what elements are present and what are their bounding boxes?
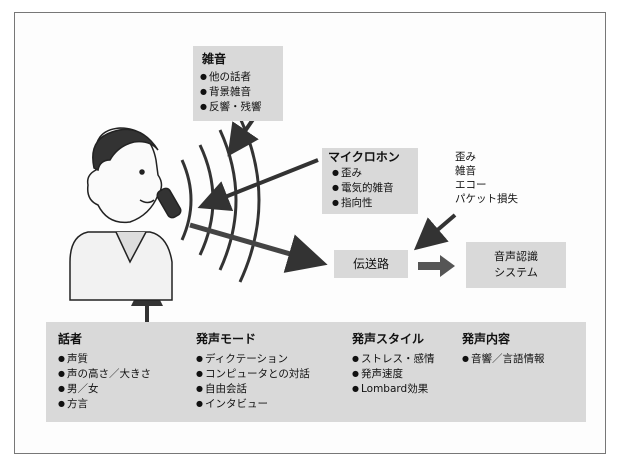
- speech-style-item: ストレス・感情: [352, 352, 434, 367]
- noise-item: 反響・残響: [200, 100, 261, 115]
- speaker-item: 方言: [58, 397, 151, 412]
- microphone-arrow: [205, 160, 318, 205]
- noise-list: 他の話者 背景雑音 反響・残響: [200, 70, 261, 115]
- transmission-label: 伝送路: [353, 257, 389, 271]
- speech-mode-item: 自由会話: [196, 382, 310, 397]
- speech-style-item: 発声速度: [352, 367, 434, 382]
- microphone-item: 指向性: [332, 196, 393, 211]
- speaker-list: 声質 声の高さ／大きさ 男／女 方言: [58, 352, 151, 412]
- microphone-title: マイクロホン: [328, 148, 400, 166]
- microphone-list: 歪み 電気的雑音 指向性: [332, 166, 393, 211]
- speech-style-item: Lombard効果: [352, 382, 434, 397]
- speaker-item: 声質: [58, 352, 151, 367]
- noise-title: 雑音: [202, 50, 226, 68]
- channel-effect: 歪み: [455, 150, 518, 164]
- channel-effects: 歪み 雑音 エコー パケット損失: [455, 150, 518, 206]
- speech-mode-title: 発声モード: [196, 330, 256, 348]
- channel-arrow: [420, 215, 455, 245]
- speech-content-list: 音響／言語情報: [462, 352, 544, 367]
- speech-arrow: [190, 225, 318, 262]
- microphone-item: 電気的雑音: [332, 181, 393, 196]
- speech-mode-item: ディクテーション: [196, 352, 310, 367]
- speaker-item: 声の高さ／大きさ: [58, 367, 151, 382]
- speaker-item: 男／女: [58, 382, 151, 397]
- speech-content-title: 発声内容: [462, 330, 510, 348]
- speech-style-title: 発声スタイル: [352, 330, 424, 348]
- speech-content-item: 音響／言語情報: [462, 352, 544, 367]
- speech-mode-item: インタビュー: [196, 397, 310, 412]
- channel-effect: 雑音: [455, 164, 518, 178]
- transmission-box: 伝送路: [334, 250, 408, 278]
- noise-item: 背景雑音: [200, 85, 261, 100]
- microphone-item: 歪み: [332, 166, 393, 181]
- speaker-person-icon: [70, 128, 183, 300]
- speaker-title: 話者: [58, 330, 82, 348]
- noise-item: 他の話者: [200, 70, 261, 85]
- channel-effect: パケット損失: [455, 192, 518, 206]
- recognizer-box: 音声認識 システム: [466, 242, 566, 288]
- speech-mode-item: コンピュータとの対話: [196, 367, 310, 382]
- channel-effect: エコー: [455, 178, 518, 192]
- speech-mode-list: ディクテーション コンピュータとの対話 自由会話 インタビュー: [196, 352, 310, 412]
- recognizer-label-line1: 音声認識: [466, 249, 566, 265]
- speech-style-list: ストレス・感情 発声速度 Lombard効果: [352, 352, 434, 397]
- recognizer-label-line2: システム: [466, 265, 566, 281]
- transmission-to-recognizer-arrow: [418, 255, 455, 277]
